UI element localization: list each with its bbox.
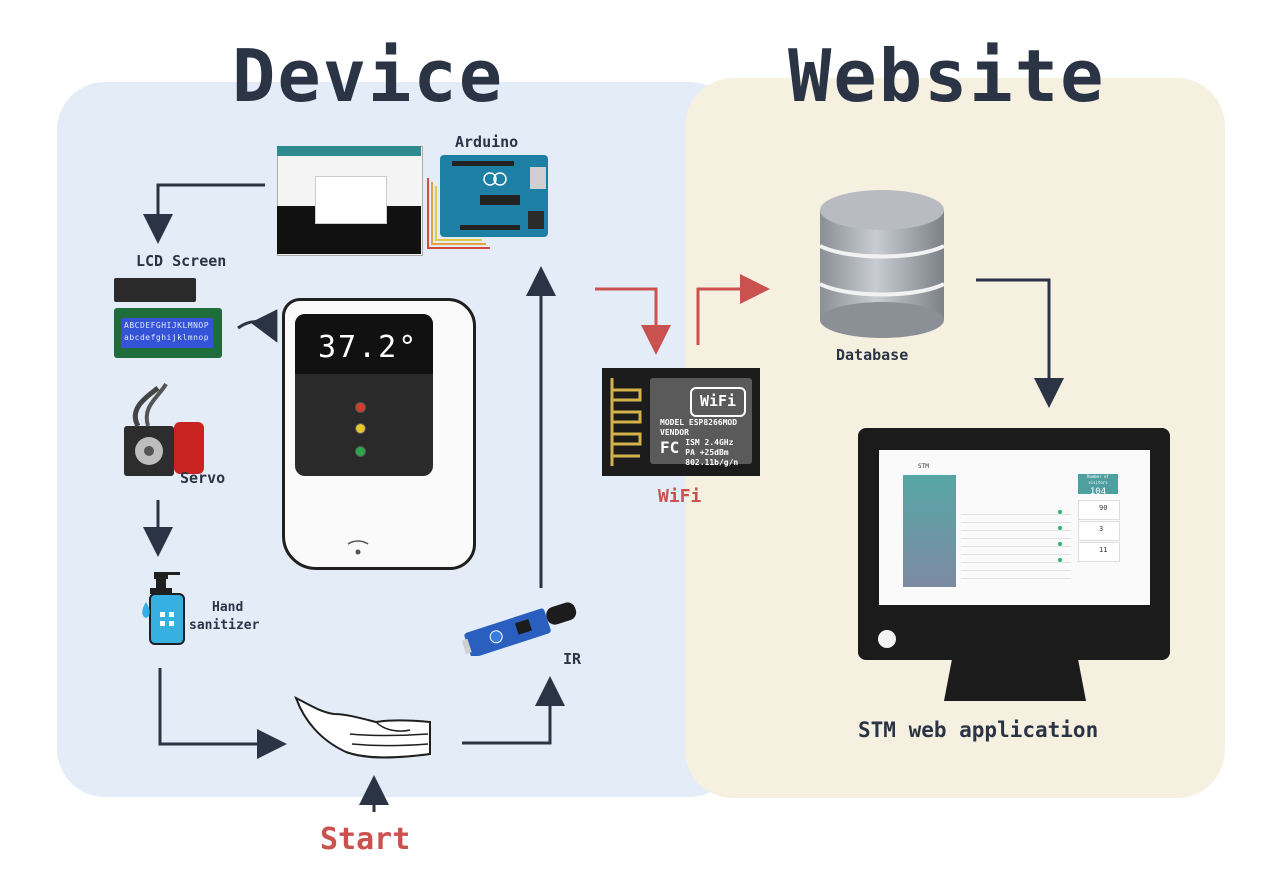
arrow-icon <box>143 183 265 244</box>
wifi-label: WiFi <box>658 486 702 507</box>
ir-label: IR <box>563 650 582 668</box>
wifi-fc-mark: FC <box>660 438 680 457</box>
hand-sanitizer-label-line1: Hand <box>212 600 244 615</box>
green-led-icon <box>355 446 366 457</box>
lcd-line-2: abcdefghijklmnop <box>124 333 210 342</box>
lcd-screen-label: LCD Screen <box>136 252 227 270</box>
app-sidebar <box>903 475 956 587</box>
servo-motor-icon <box>124 382 204 476</box>
database-label: Database <box>836 346 909 364</box>
wifi-vendor-line: VENDOR <box>660 428 689 437</box>
arrow-icon <box>237 309 278 343</box>
stm-web-application-label: STM web application <box>858 718 1099 742</box>
hand-icon <box>294 695 431 759</box>
arrow-icon <box>158 668 287 759</box>
lcd-line-1: ABCDEFGHIJKLMNOP <box>124 321 210 330</box>
wifi-std-line: 802.11b/g/n <box>685 458 739 467</box>
servo-label: Servo <box>180 469 226 487</box>
arrow-icon <box>462 676 565 745</box>
start-label: Start <box>320 822 411 857</box>
app-name: STM <box>918 463 929 470</box>
yellow-led-icon <box>355 423 366 434</box>
wifi-logo: WiFi <box>690 387 746 417</box>
stat-card: 90 <box>1078 500 1120 520</box>
visitor-counter-value: 104 <box>1089 487 1107 497</box>
device-title: Device <box>232 34 505 118</box>
database-icon <box>819 190 945 338</box>
red-led-icon <box>355 402 366 413</box>
hand-sanitizer-label-line2: sanitizer <box>189 618 260 633</box>
arrow-icon <box>976 278 1064 408</box>
visitor-counter: Number of visitors 104 <box>1078 474 1118 497</box>
sanitizer-bottle-icon <box>142 572 185 645</box>
wifi-model-line: MODEL ESP8266MOD <box>660 418 738 427</box>
arduino-label: Arduino <box>455 133 519 151</box>
arrow-icon <box>595 287 671 355</box>
wifi-ism-line: ISM 2.4GHz <box>685 438 734 447</box>
website-title: Website <box>788 34 1106 118</box>
stat-card: 11 <box>1078 542 1120 562</box>
wifi-pa-line: PA +25dBm <box>685 448 729 457</box>
ir-sensor-icon <box>461 602 577 656</box>
stat-card: 3 <box>1078 521 1120 541</box>
arrow-icon <box>696 274 770 345</box>
thermometer-reading: 37.2° <box>318 330 419 365</box>
visitor-counter-label: Number of visitors <box>1087 474 1109 485</box>
